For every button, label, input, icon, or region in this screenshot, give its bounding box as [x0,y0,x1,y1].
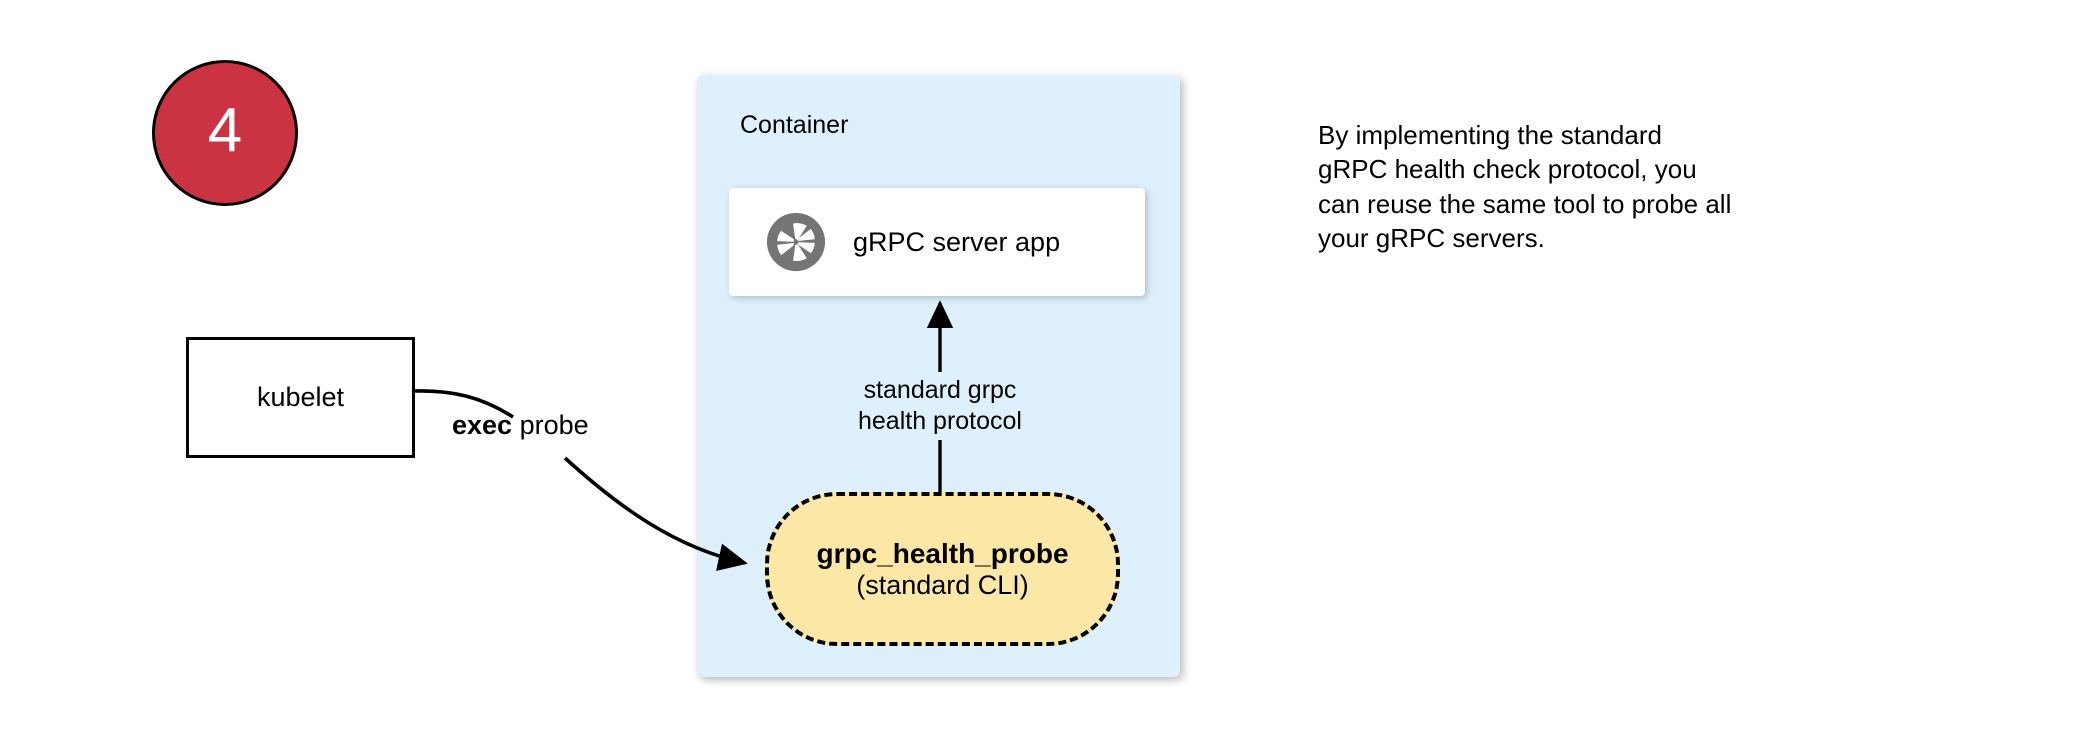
grpc-health-probe-subtitle: (standard CLI) [856,569,1029,600]
kubelet-box: kubelet [186,337,415,458]
exec-probe-label-rest: probe [512,410,589,440]
grpc-server-app-card: gRPC server app [729,188,1145,296]
health-protocol-label-line1: standard grpc [863,376,1017,404]
step-number-text: 4 [207,96,243,165]
exec-probe-label-bold: exec [452,410,513,440]
caption-line-3: can reuse the same tool to probe all [1318,188,1732,219]
kubelet-label: kubelet [256,382,345,412]
health-protocol-label-line2: health protocol [857,406,1022,435]
caption-line-2: gRPC health check protocol, you [1318,154,1697,185]
grpc-aperture-icon [766,212,826,272]
caption-line-1: By implementing the standard [1318,120,1662,150]
caption-line-4: your gRPC servers. [1318,222,1545,253]
step-number-badge: 4 [152,60,298,206]
container-label: Container [740,111,849,139]
health-protocol-edge-label: standard grpc health protocol [833,375,1047,436]
caption-text: By implementing the standard gRPC health… [1318,118,1878,255]
grpc-server-app-label: gRPC server app [853,226,1061,257]
exec-probe-edge-label: exec probe [452,412,589,439]
grpc-health-probe-title: grpc_health_probe [816,537,1069,569]
grpc-health-probe-node: grpc_health_probe (standard CLI) [765,492,1120,646]
